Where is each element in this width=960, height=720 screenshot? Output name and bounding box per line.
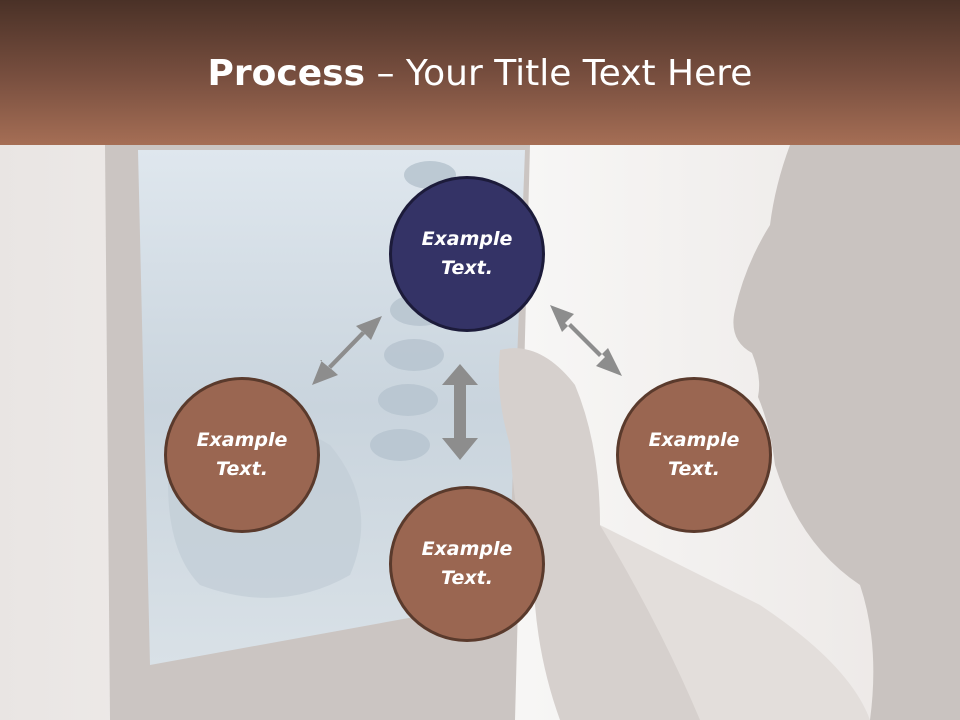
node-top-label: Example Text. <box>421 228 513 279</box>
slide-title[interactable]: Process – Your Title Text Here <box>0 50 960 98</box>
process-node-left[interactable]: Example Text. <box>164 377 320 533</box>
node-left-label: Example Text. <box>196 429 288 480</box>
node-right-label: Example Text. <box>648 429 740 480</box>
process-node-bottom[interactable]: Example Text. <box>389 486 545 642</box>
title-banner: Process – Your Title Text Here <box>0 0 960 145</box>
title-bold-part: Process <box>207 53 366 94</box>
doctor-silhouette <box>733 145 960 720</box>
process-node-top[interactable]: Example Text. <box>389 176 545 332</box>
doctor-coat <box>600 525 870 720</box>
process-node-right[interactable]: Example Text. <box>616 377 772 533</box>
title-rest-part: – Your Title Text Here <box>365 53 753 94</box>
node-bottom-label: Example Text. <box>421 538 513 589</box>
doctor-hand <box>498 348 708 720</box>
